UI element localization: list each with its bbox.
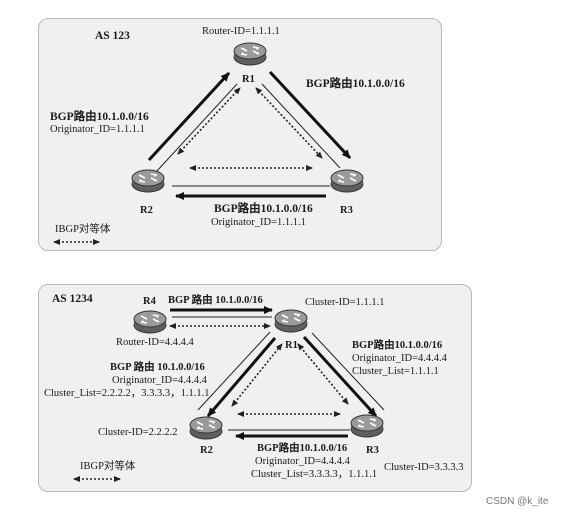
bottom-ibgp-peer-links (169, 323, 349, 417)
bottom-route-r1-r2-label: BGP 路由 10.1.0.0/16 (110, 362, 205, 373)
bottom-r1-r2-originator: Originator_ID=4.4.4.4 (112, 375, 207, 386)
bottom-legend-label: IBGP对等体 (80, 461, 136, 472)
top-r1-router-id: Router-ID=1.1.1.1 (202, 26, 280, 37)
bottom-r2-cluster-id: Cluster-ID=2.2.2.2 (98, 427, 178, 438)
bottom-route-r1-r3-label: BGP路由10.1.0.0/16 (352, 340, 443, 351)
bottom-router-r1 (274, 309, 308, 333)
top-route-r1-r2-label: BGP路由10.1.0.0/16 (50, 111, 149, 123)
bottom-r3-r2-originator: Originator_ID=4.4.4.4 (255, 456, 350, 467)
bottom-r4-label: R4 (143, 296, 156, 307)
top-solid-arrows (147, 70, 352, 200)
top-r2-label: R2 (140, 205, 153, 216)
top-r3-r2-originator: Originator_ID=1.1.1.1 (211, 217, 306, 228)
bottom-r1-cluster-id: Cluster-ID=1.1.1.1 (305, 297, 385, 308)
top-r1-label: R1 (242, 74, 255, 85)
bottom-route-r3-r2-label: BGP路由10.1.0.0/16 (257, 443, 348, 454)
bottom-as-label: AS 1234 (52, 293, 93, 305)
bottom-r3-label: R3 (366, 445, 379, 456)
bottom-router-r3 (350, 414, 384, 438)
top-route-r1-r3-label: BGP路由10.1.0.0/16 (306, 78, 405, 90)
top-r1-r2-originator: Originator_ID=1.1.1.1 (50, 124, 145, 135)
bottom-r1-label: R1 (285, 340, 298, 351)
top-router-r2 (131, 169, 165, 193)
watermark: CSDN @k_ite (486, 496, 549, 507)
top-route-r3-r2-label: BGP路由10.1.0.0/16 (214, 203, 313, 215)
bottom-r1-r3-cluster-list: Cluster_List=1.1.1.1 (352, 366, 439, 377)
top-router-r1 (233, 42, 267, 66)
bottom-router-r2 (189, 416, 223, 440)
top-legend-label: IBGP对等体 (55, 224, 111, 235)
bottom-r1-r3-originator: Originator_ID=4.4.4.4 (352, 353, 447, 364)
bottom-r2-label: R2 (200, 445, 213, 456)
top-r3-label: R3 (340, 205, 353, 216)
top-thin-lines (155, 83, 341, 187)
top-as-label: AS 123 (95, 30, 130, 42)
bottom-arrow-r1-to-r2 (206, 337, 277, 417)
bottom-route-r4-r1-label: BGP 路由 10.1.0.0/16 (168, 295, 263, 306)
bottom-r4-router-id: Router-ID=4.4.4.4 (116, 337, 194, 348)
bottom-r3-r2-cluster-list: Cluster_List=3.3.3.3，1.1.1.1 (251, 469, 378, 480)
bottom-r3-cluster-id: Cluster-ID=3.3.3.3 (384, 462, 464, 473)
top-router-r3 (330, 169, 364, 193)
bottom-r1-r2-cluster-list: Cluster_List=2.2.2.2，3.3.3.3，1.1.1.1 (44, 388, 210, 399)
bottom-router-r4 (133, 310, 167, 334)
top-arrow-r2-to-r1 (147, 71, 231, 162)
top-ibgp-peer-links (177, 87, 323, 171)
